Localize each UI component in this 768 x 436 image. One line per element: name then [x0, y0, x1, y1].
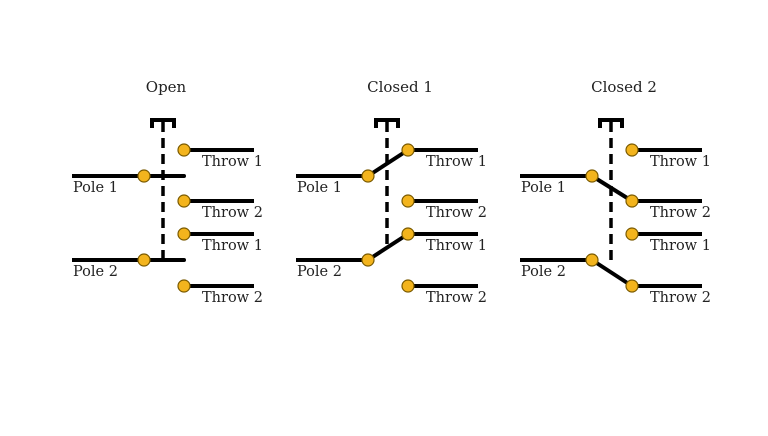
pole-2-contact-icon: [585, 253, 599, 267]
panel-closed-2: Closed 2 Pole 1 Pole 2 Throw 1 Throw 2 T…: [520, 78, 711, 306]
throw-2a-label: Throw 2: [426, 205, 487, 221]
pole-1-contact-icon: [585, 169, 599, 183]
actuator-icon: [374, 118, 400, 128]
throw-1b-contact-icon: [625, 227, 639, 241]
throw-2a-contact-icon: [177, 194, 191, 208]
panel-open: Open Pole 1 Pole 2 Throw 1 Throw 2 Throw…: [72, 78, 263, 306]
pole-2-blade: [366, 232, 410, 262]
throw-2b-contact-icon: [401, 279, 415, 293]
pole-1-blade: [366, 148, 410, 178]
throw-1a-label: Throw 1: [650, 154, 711, 170]
throw-2b-label: Throw 2: [426, 290, 487, 306]
throw-1a-label: Throw 1: [426, 154, 487, 170]
throw-2a-label: Throw 2: [202, 205, 263, 221]
throw-1b-contact-icon: [177, 227, 191, 241]
pole-1-label: Pole 1: [73, 180, 118, 196]
pole-2-blade: [590, 258, 634, 288]
pole-1-contact-icon: [137, 169, 151, 183]
throw-1a-label: Throw 1: [202, 154, 263, 170]
throw-2b-label: Throw 2: [202, 290, 263, 306]
actuator-icon: [598, 118, 624, 128]
panel-title: Open: [146, 78, 187, 96]
pole-2-contact-icon: [137, 253, 151, 267]
panel-closed-1: Closed 1 Pole 1 Pole 2 Throw 1 Throw 2 T…: [296, 78, 487, 306]
pole-1-blade: [590, 174, 634, 203]
pole-2-label: Pole 2: [521, 264, 566, 280]
throw-1a-contact-icon: [177, 143, 191, 157]
throw-1a-contact-icon: [401, 143, 415, 157]
pole-2-contact-icon: [361, 253, 375, 267]
throw-2b-label: Throw 2: [650, 290, 711, 306]
throw-1a-contact-icon: [625, 143, 639, 157]
throw-1b-label: Throw 1: [650, 238, 711, 254]
pole-1-label: Pole 1: [521, 180, 566, 196]
pole-2-label: Pole 2: [297, 264, 342, 280]
panel-title: Closed 2: [591, 78, 657, 96]
throw-2a-contact-icon: [401, 194, 415, 208]
throw-2a-label: Throw 2: [650, 205, 711, 221]
throw-2b-contact-icon: [625, 279, 639, 293]
pole-2-label: Pole 2: [73, 264, 118, 280]
pole-1-label: Pole 1: [297, 180, 342, 196]
throw-1b-label: Throw 1: [202, 238, 263, 254]
actuator-icon: [150, 118, 176, 128]
throw-1b-label: Throw 1: [426, 238, 487, 254]
throw-2b-contact-icon: [177, 279, 191, 293]
panel-title: Closed 1: [367, 78, 433, 96]
throw-1b-contact-icon: [401, 227, 415, 241]
pole-1-contact-icon: [361, 169, 375, 183]
throw-2a-contact-icon: [625, 194, 639, 208]
